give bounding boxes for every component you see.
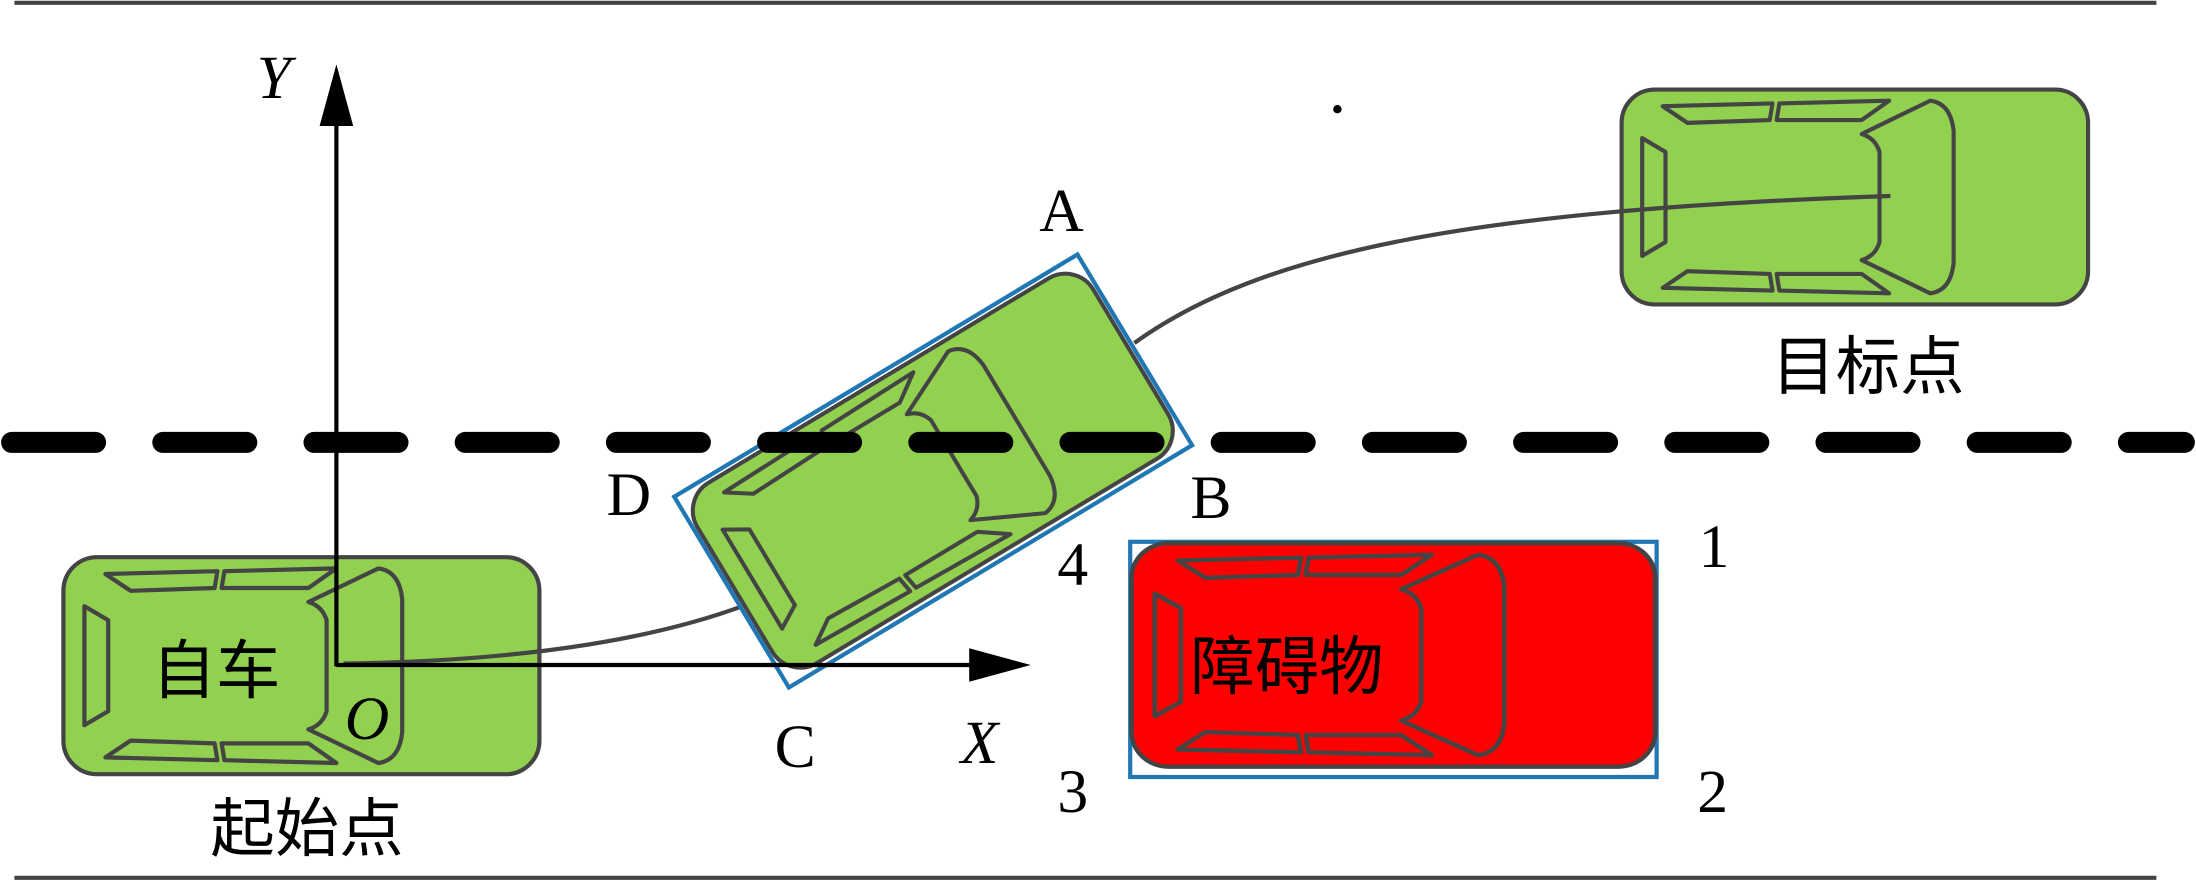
y-axis-label: Y bbox=[257, 44, 297, 112]
corner-label-2: 2 bbox=[1697, 758, 1728, 826]
x-axis-label: X bbox=[958, 709, 1001, 777]
planned-trajectory bbox=[343, 193, 1891, 666]
corner-label-4: 4 bbox=[1057, 531, 1088, 599]
corner-label-3: 3 bbox=[1057, 758, 1088, 826]
dot-marker bbox=[1333, 105, 1342, 114]
target-point-caption: 目标点 bbox=[1771, 330, 1964, 405]
corner-label-c: C bbox=[775, 713, 816, 781]
start-point-caption: 起始点 bbox=[210, 792, 403, 867]
y-axis-arrow-icon bbox=[319, 64, 354, 126]
moving-car-bounding-box bbox=[671, 251, 1195, 691]
corner-label-d: D bbox=[607, 461, 651, 529]
corner-label-b: B bbox=[1190, 464, 1231, 532]
corner-label-a: A bbox=[1039, 177, 1084, 245]
ego-label: 自车 bbox=[152, 634, 281, 709]
x-axis-arrow-icon bbox=[969, 648, 1031, 682]
corner-label-1: 1 bbox=[1699, 513, 1730, 581]
moving-car bbox=[671, 251, 1195, 691]
obstacle-label: 障碍物 bbox=[1190, 630, 1383, 705]
origin-label: O bbox=[345, 685, 389, 753]
